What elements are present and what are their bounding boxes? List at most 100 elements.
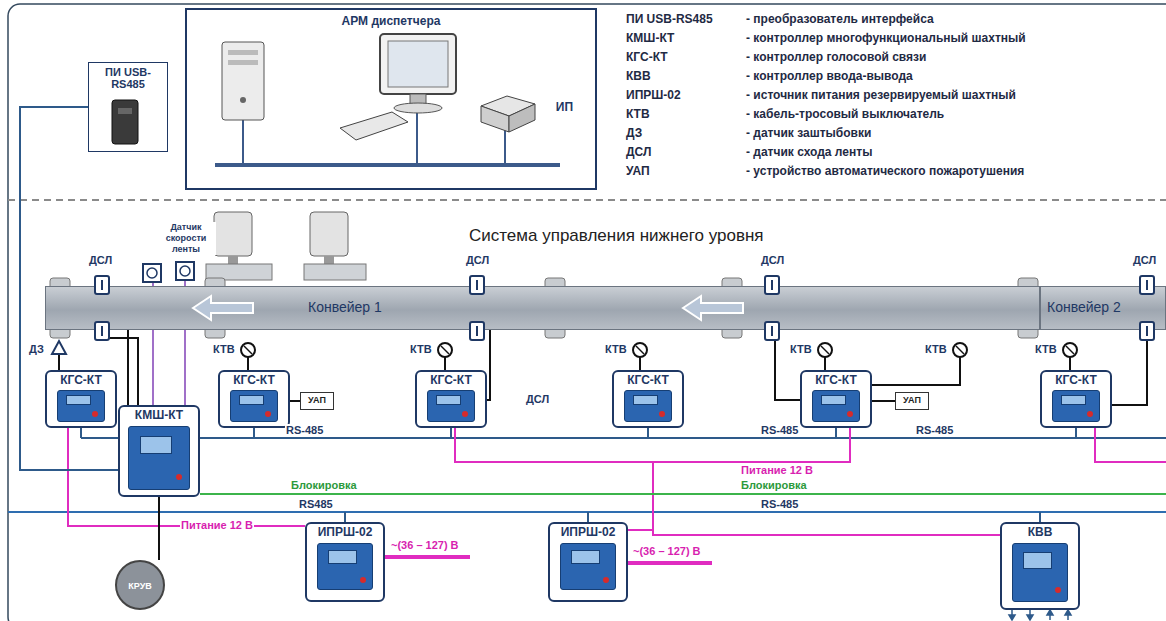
connector xyxy=(290,400,300,402)
node-label: КРУВ xyxy=(128,562,151,610)
text-label: Питание 12 В xyxy=(740,464,814,477)
text-label: КТВ xyxy=(1034,343,1058,356)
device-body xyxy=(57,390,105,422)
device-button xyxy=(462,411,468,417)
controller-box: КГС-КТ xyxy=(218,370,290,428)
device-screen xyxy=(140,436,172,454)
connector xyxy=(872,400,895,402)
text-label: Блокировка xyxy=(290,479,358,492)
legend-text: - датчик схода ленты xyxy=(745,145,873,160)
device-button xyxy=(659,411,665,417)
legend-text: КВВ xyxy=(625,69,652,84)
legend-text: - контроллер ввода-вывода xyxy=(745,69,914,84)
legend-text: ПИ USB-RS485 xyxy=(625,12,714,27)
text-label: Система управления нижнего уровня xyxy=(468,226,765,246)
device-screen xyxy=(1061,395,1086,405)
device-screen xyxy=(571,550,600,564)
connector xyxy=(158,497,160,560)
switchgear-circle: КРУВ xyxy=(115,560,165,610)
legend-text: ИПРШ-02 xyxy=(625,88,682,103)
text-label: ~(36 – 127) В xyxy=(390,539,460,552)
legend-text: КТВ xyxy=(625,107,651,122)
text-label: КТВ xyxy=(924,343,948,356)
controller-box: КМШ-КТ xyxy=(118,405,200,497)
legend-text: - кабель-тросовый выключатель xyxy=(745,107,945,122)
node-label: УАП xyxy=(308,393,326,408)
legend-text: - датчик заштыбовки xyxy=(745,126,872,141)
node-label: КГС-КТ xyxy=(1055,373,1097,387)
node-label: КГС-КТ xyxy=(233,373,275,387)
text-label: ~(36 – 127) В xyxy=(632,545,702,558)
conveyor-belt: Конвейер 1 xyxy=(45,286,1040,330)
controller-box: КГС-КТ xyxy=(800,370,872,428)
legend-text: КГС-КТ xyxy=(625,50,669,65)
device-button xyxy=(265,411,271,417)
device-body xyxy=(812,390,860,422)
device-screen xyxy=(328,550,357,564)
device-screen xyxy=(633,395,658,405)
device-box: УАП xyxy=(300,392,334,410)
device-body xyxy=(1012,543,1068,602)
device-screen xyxy=(821,395,846,405)
controller-box: КГС-КТ xyxy=(45,370,117,428)
legend-text: ДЗ xyxy=(625,126,643,141)
power-supply-box: ИПРШ-02 xyxy=(305,522,385,602)
power-supply-box: ИПРШ-02 xyxy=(548,522,628,602)
text-label: КТВ xyxy=(789,343,813,356)
legend-text: - контроллер голосовой связи xyxy=(745,50,927,65)
device-screen xyxy=(66,395,91,405)
power-unit: ИП xyxy=(477,82,577,138)
device-body xyxy=(624,390,672,422)
text-label: Блокировка xyxy=(740,479,808,492)
text-label: RS-485 xyxy=(760,498,799,511)
node-label: ИПРШ-02 xyxy=(561,525,616,539)
legend-text: - преобразователь интерфейса xyxy=(745,12,935,27)
text-label: ДСЛ xyxy=(760,254,785,267)
text-label: ДЗ xyxy=(28,343,45,356)
text-label: КТВ xyxy=(604,343,628,356)
device-button xyxy=(1055,587,1061,593)
device-screen xyxy=(239,395,264,405)
controller-box: КГС-КТ xyxy=(415,370,487,428)
text-label: ДСЛ xyxy=(525,393,550,406)
text-label: ДСЛ xyxy=(88,254,113,267)
text-label: ДСЛ xyxy=(465,254,490,267)
node-label: АРМ диспетчера xyxy=(342,14,441,28)
legend-text: - контроллер многофункциональный шахтный xyxy=(745,31,1027,46)
controller-box: КГС-КТ xyxy=(1040,370,1112,428)
node-label: ПИ USB- RS485 xyxy=(98,66,158,90)
device-body xyxy=(1052,390,1100,422)
device-button xyxy=(92,411,98,417)
legend-text: - устройство автоматического пожаротушен… xyxy=(745,164,1025,179)
legend-text: - источник питания резервируемый шахтный xyxy=(745,88,1017,103)
text-label: Датчик скорости ленты xyxy=(156,222,216,255)
device-button xyxy=(847,411,853,417)
device-button xyxy=(360,577,366,583)
node-label: ИПРШ-02 xyxy=(318,525,373,539)
node-label: КГС-КТ xyxy=(60,373,102,387)
device-button xyxy=(1087,411,1093,417)
node-label: КГС-КТ xyxy=(430,373,472,387)
node-label: Конвейер 1 xyxy=(308,287,382,328)
device-button xyxy=(603,577,609,583)
device-button xyxy=(176,474,182,480)
text-label: RS-485 xyxy=(285,424,324,437)
node-label: КМШ-КТ xyxy=(135,408,183,422)
text-label: ДСЛ xyxy=(1132,254,1157,267)
text-label: RS-485 xyxy=(760,424,799,437)
node-label: Конвейер 2 xyxy=(1047,287,1121,328)
node-label: ИП xyxy=(556,100,573,114)
device-screen xyxy=(436,395,461,405)
device-body xyxy=(560,543,616,590)
legend-text: УАП xyxy=(625,164,651,179)
text-label: КТВ xyxy=(212,343,236,356)
text-label: RS-485 xyxy=(915,424,954,437)
node-label: КГС-КТ xyxy=(627,373,669,387)
power-unit-icon xyxy=(477,84,539,134)
legend-text: КМШ-КТ xyxy=(625,31,675,46)
node-label: КВВ xyxy=(1028,525,1053,539)
legend-text: ДСЛ xyxy=(625,145,652,160)
device-box: УАП xyxy=(895,392,929,410)
conveyor-belt: Конвейер 2 xyxy=(1040,286,1166,330)
